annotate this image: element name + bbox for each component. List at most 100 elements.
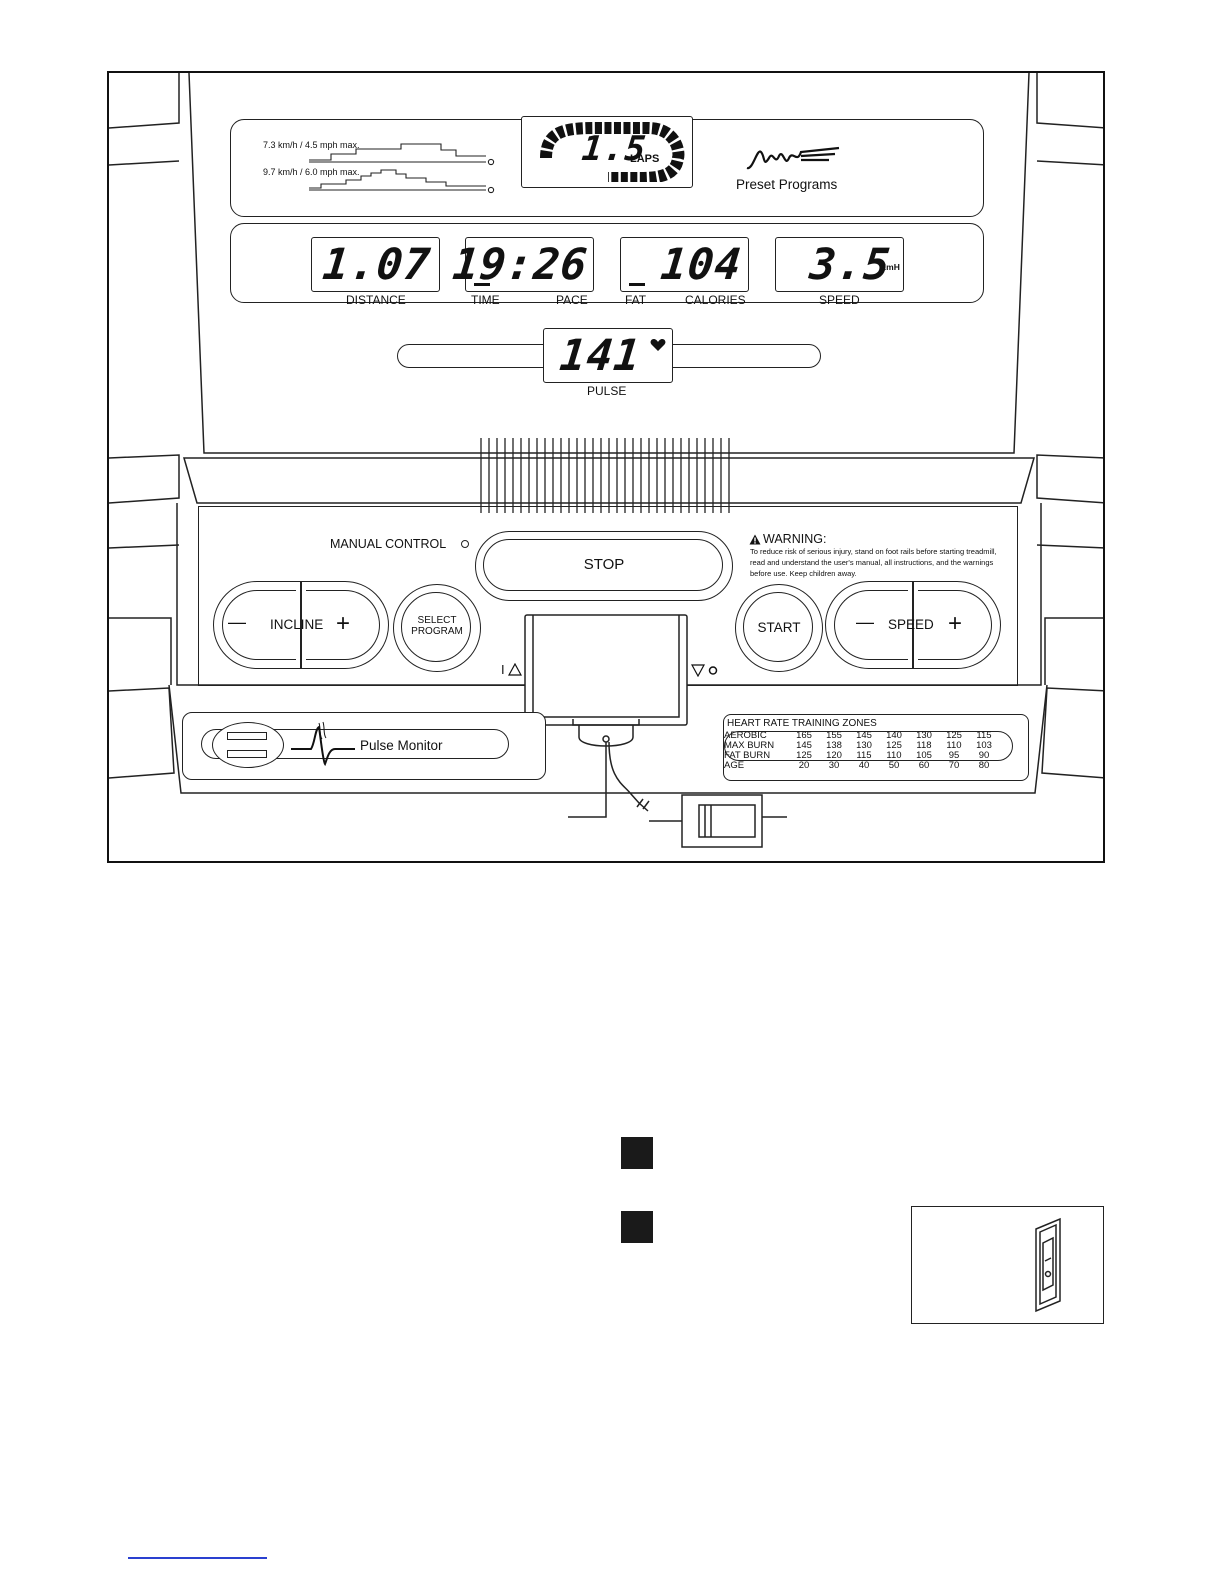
step-marker-2 (621, 1211, 653, 1243)
zones-highlight-ring (724, 731, 1013, 761)
select-program-label-line-1: SELECT (417, 615, 457, 626)
pulse-display: 141 (543, 328, 673, 383)
zones-title: HEART RATE TRAINING ZONES (727, 718, 877, 729)
select-program-button[interactable]: SELECT PROGRAM (393, 584, 481, 672)
zones-cell: 105 (916, 750, 932, 761)
speed-button-group: — SPEED + (825, 581, 1001, 669)
zones-cell: 120 (826, 750, 842, 761)
pulse-value: 141 (557, 331, 644, 381)
zones-cell: 60 (918, 760, 930, 771)
zones-cell: 115 (976, 730, 992, 741)
time-value: 19:26 (449, 240, 590, 290)
speed-unit: KmH (880, 262, 900, 272)
zones-cell: 138 (826, 740, 842, 751)
incline-minus-icon: — (228, 612, 246, 632)
zones-cell: 103 (976, 740, 992, 751)
pulse-monitor-panel: Pulse Monitor (182, 712, 546, 780)
incline-plus-icon: + (336, 610, 351, 637)
distance-value: 1.07 (320, 240, 434, 290)
incline-button-group: — INCLINE + (213, 581, 389, 669)
zones-row-name: FAT BURN (724, 750, 771, 761)
stop-button[interactable]: STOP (475, 531, 733, 601)
speed-minus-icon: — (856, 612, 874, 632)
pulse-wave-icon (291, 721, 355, 767)
start-button[interactable]: START (735, 584, 823, 672)
zones-cell: 30 (828, 760, 840, 771)
speed-label: SPEED (819, 293, 860, 307)
zones-cell: 70 (948, 760, 960, 771)
zones-row: AGE 20 30 40 50 60 70 80 (724, 761, 999, 771)
workout-display-row: 1.07 19:26 104 3.5 KmH DISTANCE TIME PAC… (230, 223, 984, 307)
zones-cell: 130 (856, 740, 872, 751)
zones-cell: 110 (946, 740, 962, 751)
up-triangle-icon (508, 663, 522, 676)
zones-cell: 140 (886, 730, 902, 741)
incline-label: INCLINE (270, 617, 324, 632)
profile-1-label: 7.3 km/h / 4.5 mph max. (263, 140, 360, 150)
speed-plus-icon: + (948, 610, 963, 637)
warning-text-line-3: before use. Keep children away. (750, 569, 857, 578)
zones-row-name: MAX BURN (724, 740, 775, 751)
power-switch-icon (1035, 1217, 1061, 1313)
power-switch-inset (911, 1206, 1104, 1324)
heart-icon (650, 338, 666, 351)
start-label: START (757, 620, 801, 635)
zones-cell: 115 (856, 750, 872, 761)
speed-decrease-button[interactable] (834, 590, 908, 660)
stop-button-inner (483, 539, 723, 591)
time-display: 19:26 (450, 237, 594, 292)
zones-cell: 125 (796, 750, 812, 761)
zones-row-name: AGE (724, 760, 745, 771)
incline-increase-button[interactable] (306, 590, 380, 660)
pulse-sensor-ring (212, 722, 284, 768)
treadmill-console: 7.3 km/h / 4.5 mph max. 9.7 km/h / 6.0 m… (107, 71, 1105, 863)
preset-programs-logo-icon (746, 146, 840, 170)
zones-cell: 110 (886, 750, 902, 761)
speed-profile-graphs (309, 143, 495, 194)
stop-label: STOP (583, 556, 625, 573)
profile-2-label: 9.7 km/h / 6.0 mph max. (263, 167, 360, 177)
start-ring (743, 592, 813, 662)
laps-label: LAPS (630, 153, 660, 165)
pulse-monitor-label: Pulse Monitor (360, 738, 443, 753)
time-label: TIME (471, 293, 500, 307)
step-marker-1 (621, 1137, 653, 1169)
zones-cell: 165 (796, 730, 812, 741)
manual-control-label: MANUAL CONTROL (330, 537, 447, 551)
pulse-label: PULSE (587, 384, 627, 398)
time-indicator-bar (474, 283, 490, 286)
zones-cell: 155 (826, 730, 842, 741)
zones-cell: 50 (888, 760, 900, 771)
incline-decrease-button[interactable] (222, 590, 296, 660)
speed-increase-button[interactable] (918, 590, 992, 660)
manual-control-indicator-icon (461, 540, 469, 548)
zones-cell: 145 (796, 740, 812, 751)
safety-key-slot[interactable] (523, 609, 693, 857)
zones-cell: 90 (978, 750, 990, 761)
warning-text-line-2: read and understand the user's manual, a… (750, 558, 994, 567)
zones-cell: 80 (978, 760, 990, 771)
down-triangle-icon (691, 664, 718, 677)
fat-label: FAT (625, 293, 647, 307)
distance-label: DISTANCE (346, 293, 406, 307)
zones-cell: 125 (886, 740, 902, 751)
select-program-ring (401, 592, 471, 662)
speed-divider (912, 581, 914, 669)
zones-cell: 20 (798, 760, 810, 771)
select-program-label-line-2: PROGRAM (411, 626, 463, 637)
calories-display: 104 (620, 237, 749, 292)
zones-cell: 95 (948, 750, 960, 761)
warning-text-line-1: To reduce risk of serious injury, stand … (750, 547, 997, 556)
zones-cell: 125 (946, 730, 962, 741)
zones-cell: 40 (858, 760, 870, 771)
incline-divider (300, 581, 302, 669)
pulse-sensor-top[interactable] (227, 732, 267, 740)
pulse-monitor-bar (201, 729, 509, 759)
pulse-sensor-bottom[interactable] (227, 750, 267, 758)
zones-row-name: AEROBIC (724, 730, 767, 741)
calories-label: CALORIES (685, 293, 746, 307)
footer-rule (128, 1557, 267, 1559)
